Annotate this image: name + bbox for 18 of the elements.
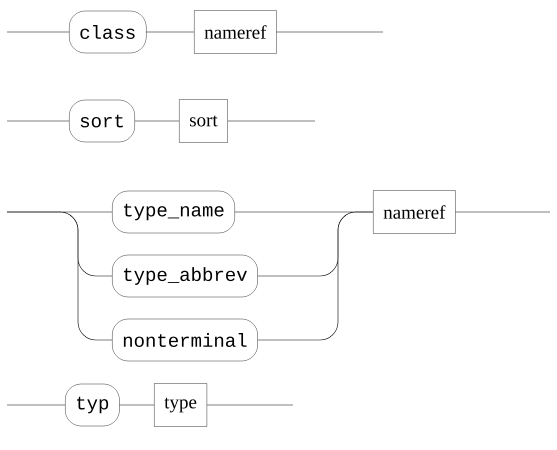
connector-line: [258, 212, 374, 340]
nonterminal-box: sort: [179, 99, 228, 143]
terminal-box: sort: [69, 100, 135, 142]
connector-line: [6, 404, 66, 406]
connector-line: [134, 120, 180, 122]
terminal-box: nonterminal: [112, 318, 258, 362]
nonterminal-box: nameref: [194, 10, 277, 54]
connector-line: [228, 120, 316, 122]
nonterminal-box: nameref: [373, 190, 456, 234]
connector-line: [119, 404, 154, 406]
terminal-box: type_name: [112, 190, 236, 234]
connector-line: [6, 212, 112, 340]
nonterminal-box: type: [154, 383, 208, 427]
connector-line: [6, 120, 70, 122]
connector-line: [206, 404, 294, 406]
terminal-box: type_abbrev: [112, 254, 258, 298]
terminal-box: typ: [65, 384, 120, 426]
terminal-box: class: [69, 10, 146, 54]
